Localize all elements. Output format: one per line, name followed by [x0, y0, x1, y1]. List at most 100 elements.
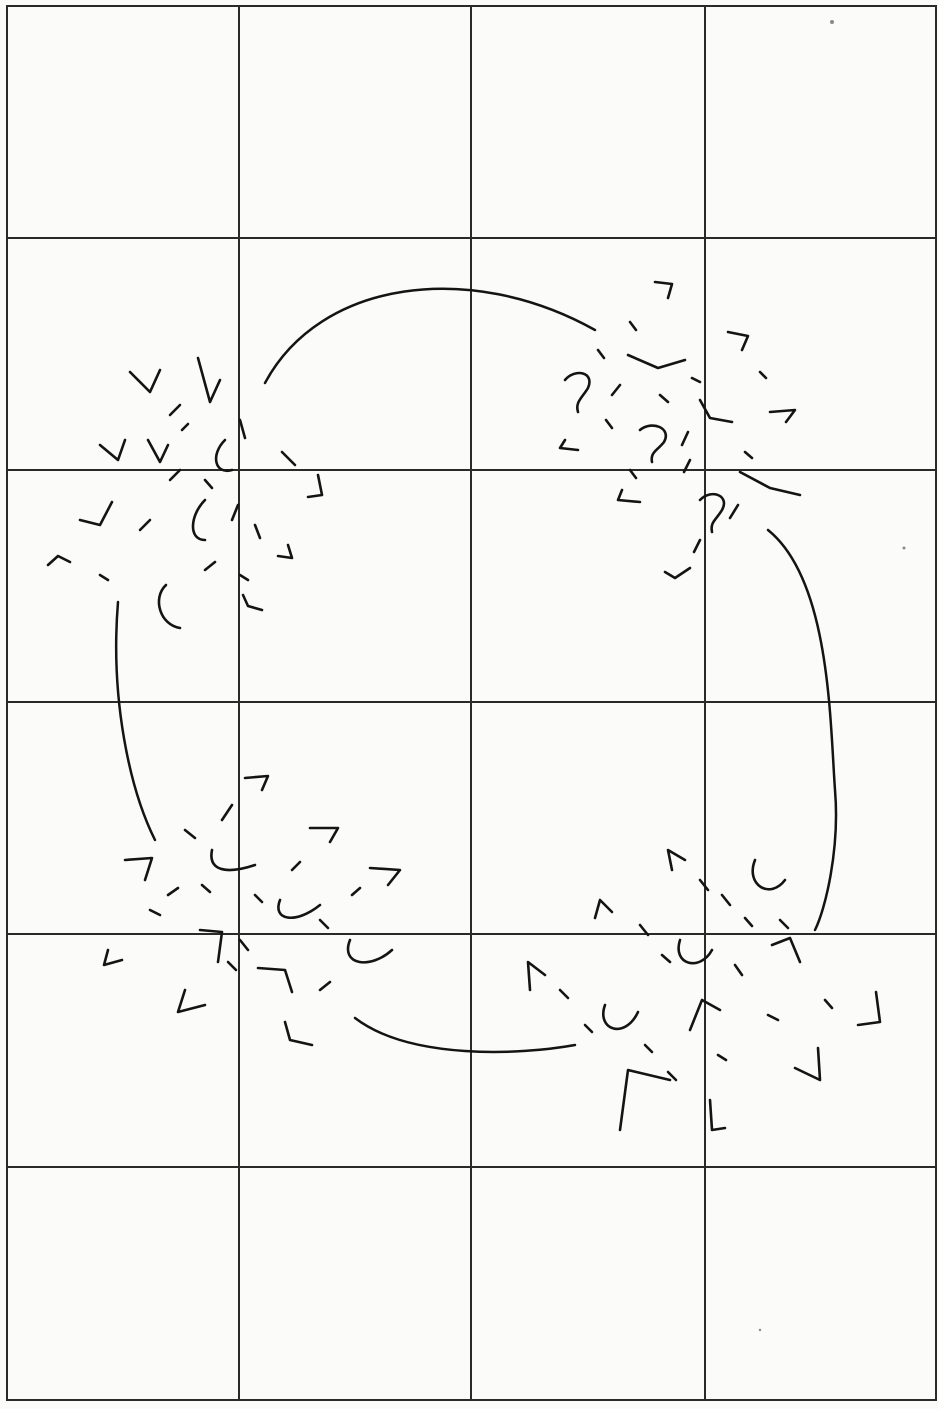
u-mark — [216, 440, 232, 471]
dash — [182, 424, 188, 430]
dash — [780, 920, 788, 928]
caret-mark — [310, 828, 338, 842]
dash — [185, 830, 195, 838]
question-mark — [640, 426, 666, 462]
u-mark — [753, 860, 785, 889]
dash — [760, 372, 766, 378]
dash — [140, 520, 150, 530]
dash — [240, 575, 248, 580]
speck — [759, 1329, 761, 1331]
u-mark — [278, 900, 320, 918]
caret-mark — [125, 858, 152, 880]
v-mark — [560, 440, 578, 450]
dash — [694, 540, 700, 552]
cluster-upper-right — [560, 282, 800, 578]
caret-mark — [528, 962, 545, 990]
dash — [660, 395, 668, 402]
dash — [598, 350, 604, 358]
caret-mark — [858, 992, 880, 1025]
caret-mark — [620, 1070, 670, 1130]
dash — [352, 888, 360, 895]
v-mark — [710, 1100, 725, 1130]
v-mark — [770, 410, 795, 422]
dash — [168, 888, 178, 895]
dash — [240, 420, 245, 438]
cluster-upper-left — [48, 358, 322, 628]
dash — [825, 1000, 832, 1008]
arc-top — [265, 289, 595, 383]
dash — [255, 525, 260, 538]
dash — [682, 432, 688, 445]
v-mark — [198, 358, 220, 402]
arc-right — [768, 530, 836, 930]
v-mark — [148, 440, 168, 462]
dash — [745, 918, 752, 926]
dash — [662, 955, 670, 962]
speck — [830, 20, 834, 24]
question-mark — [700, 494, 724, 532]
caret-mark — [772, 938, 800, 962]
dash — [232, 505, 238, 520]
v-mark — [618, 490, 640, 502]
v-mark — [665, 568, 690, 578]
connecting-arcs — [116, 289, 836, 1052]
dash — [205, 562, 215, 570]
speck — [903, 547, 906, 550]
dash — [100, 575, 108, 580]
v-mark — [100, 440, 125, 460]
v-mark — [740, 472, 800, 495]
u-mark — [193, 500, 205, 540]
dash — [170, 470, 180, 480]
u-mark — [211, 850, 255, 870]
dash — [722, 895, 730, 905]
dash — [150, 910, 160, 915]
caret-mark — [258, 968, 292, 992]
dash — [228, 962, 236, 970]
v-mark — [104, 950, 122, 965]
v-mark — [130, 370, 160, 392]
dash — [645, 1045, 652, 1052]
u-mark — [348, 940, 392, 962]
dash — [292, 862, 300, 870]
u-mark — [603, 1005, 638, 1029]
dash — [692, 378, 700, 382]
dash — [240, 940, 248, 950]
dash — [560, 990, 568, 998]
v-mark — [278, 545, 292, 558]
v-mark — [178, 990, 205, 1012]
dash — [282, 452, 295, 465]
paper-specks — [759, 20, 906, 1331]
dash — [255, 895, 262, 902]
u-mark — [679, 940, 712, 963]
v-mark — [285, 1022, 312, 1045]
arc-left — [116, 602, 155, 840]
v-mark — [728, 332, 748, 350]
dash — [320, 982, 330, 990]
dash — [606, 420, 612, 428]
dash — [320, 920, 328, 928]
question-mark — [565, 373, 589, 412]
dash — [730, 505, 738, 518]
dash — [205, 480, 212, 488]
dash — [718, 1055, 726, 1060]
v-mark — [80, 502, 112, 525]
v-mark — [308, 475, 322, 497]
dash — [630, 470, 636, 478]
v-mark — [243, 595, 262, 610]
dash — [222, 805, 232, 820]
grid — [7, 6, 936, 1400]
v-mark — [795, 1048, 820, 1080]
dash — [202, 885, 210, 892]
dash — [585, 1025, 592, 1032]
caret-mark — [245, 776, 268, 790]
dash — [170, 405, 180, 415]
dash — [612, 385, 620, 395]
u-mark — [159, 585, 180, 628]
long-dash — [628, 355, 685, 368]
dash — [735, 965, 742, 975]
caret-mark — [668, 850, 685, 870]
cluster-lower-left — [104, 776, 400, 1045]
dash — [768, 1015, 778, 1020]
